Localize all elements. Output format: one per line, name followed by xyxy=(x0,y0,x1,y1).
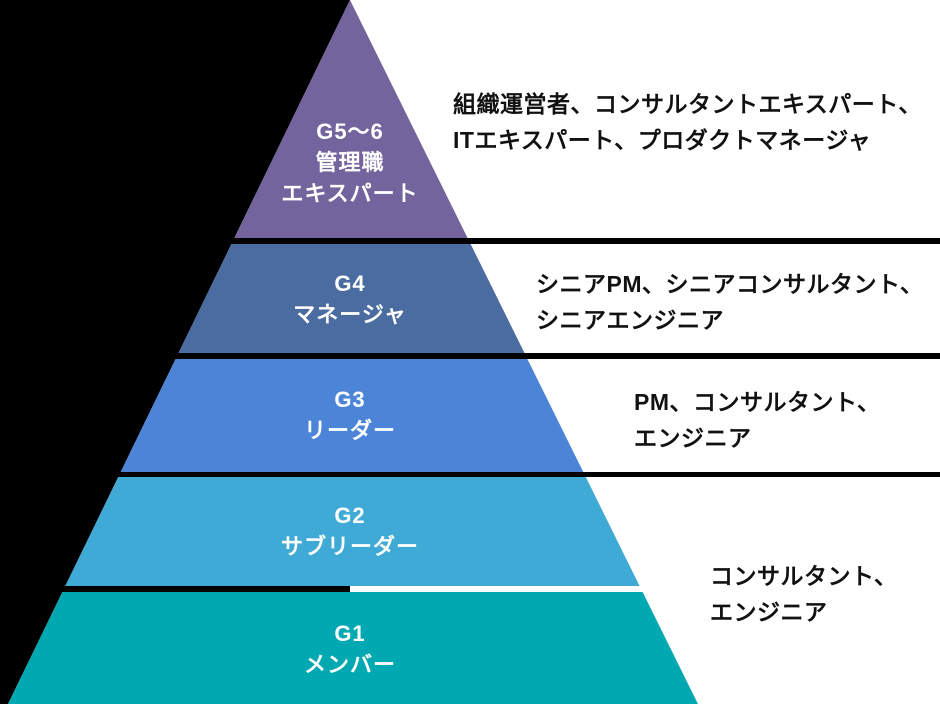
description-line: エンジニア xyxy=(710,599,828,625)
label-line: リーダー xyxy=(303,418,396,443)
label-line: 管理職 xyxy=(315,150,385,175)
description-g4: シニアPM、シニアコンサルタント、 シニアエンジニア xyxy=(536,266,924,338)
description-line: ITエキスパート、プロダクトマネージャ xyxy=(453,127,872,153)
separator-line-1 xyxy=(0,238,940,244)
description-g3: PM、コンサルタント、 エンジニア xyxy=(634,384,881,456)
level-label-g1: G1 メンバー xyxy=(0,618,700,680)
description-line: エンジニア xyxy=(634,425,752,451)
description-line: シニアPM、シニアコンサルタント、 xyxy=(536,271,924,297)
level-label-g2: G2 サブリーダー xyxy=(0,500,700,562)
description-line: PM、コンサルタント、 xyxy=(634,389,881,415)
label-line: G4 xyxy=(334,271,366,296)
label-line: エキスパート xyxy=(281,181,419,206)
label-line: G2 xyxy=(334,503,366,528)
description-line: シニアエンジニア xyxy=(536,307,724,333)
label-line: メンバー xyxy=(303,652,396,677)
description-line: 組織運営者、コンサルタントエキスパート、 xyxy=(453,91,922,117)
separator-line-4-partial xyxy=(0,586,350,592)
label-line: マネージャ xyxy=(293,302,407,327)
description-line: コンサルタント、 xyxy=(710,563,898,589)
description-g1-g2: コンサルタント、 エンジニア xyxy=(710,558,898,630)
label-line: サブリーダー xyxy=(280,534,419,559)
separator-line-3 xyxy=(0,472,940,477)
label-line: G3 xyxy=(334,387,366,412)
description-g5-6: 組織運営者、コンサルタントエキスパート、 ITエキスパート、プロダクトマネージャ xyxy=(453,86,922,158)
level-label-g4: G4 マネージャ xyxy=(0,268,700,330)
level-label-g5-6: G5〜6 管理職 エキスパート xyxy=(0,116,700,209)
label-line: G1 xyxy=(334,621,366,646)
level-label-g3: G3 リーダー xyxy=(0,384,700,446)
separator-line-2 xyxy=(0,353,940,359)
label-line: G5〜6 xyxy=(316,119,384,144)
